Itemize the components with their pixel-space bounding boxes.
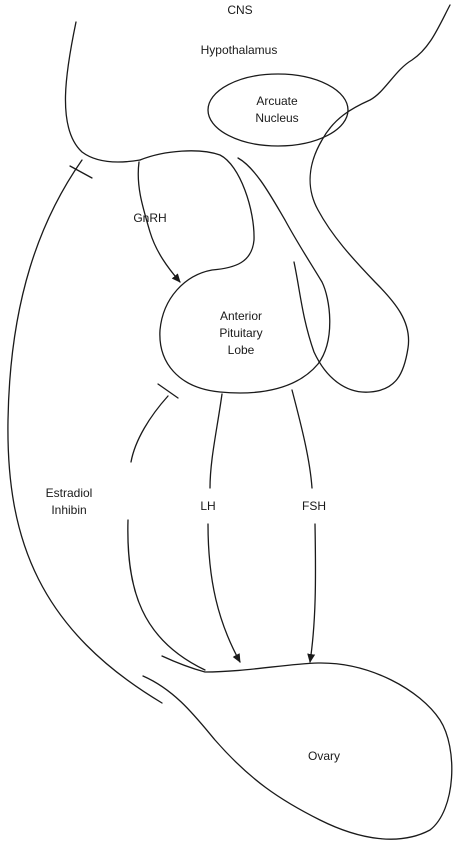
- hypothalamus-boundary-right: [293, 4, 451, 393]
- anterior-label-2: Pituitary: [219, 326, 262, 340]
- pituitary-stalk-outline: [139, 150, 331, 394]
- gnrh-label: GnRH: [133, 211, 166, 225]
- cns-descending-curve: [7, 159, 163, 704]
- lh-arrow: [209, 393, 223, 489]
- cns-label: CNS: [227, 3, 252, 17]
- ovary-label: Ovary: [308, 749, 340, 763]
- fsh-arrow-lower: [307, 523, 317, 663]
- gnrh-arrow: [137, 161, 181, 283]
- anterior-label-3: Lobe: [228, 343, 255, 357]
- inhibit-bar-pituitary: [157, 383, 179, 399]
- estradiol-label: Estradiol: [46, 486, 93, 500]
- fsh-label: FSH: [302, 499, 326, 513]
- hypothalamus-label: Hypothalamus: [201, 43, 278, 57]
- inhibin-label: Inhibin: [51, 503, 86, 517]
- arcuate-label-1: Arcuate: [256, 94, 298, 108]
- ovary-outline: [142, 655, 453, 840]
- lh-arrow-lower: [207, 523, 241, 663]
- arcuate-nucleus-ellipse: [207, 73, 349, 147]
- anterior-label-1: Anterior: [220, 309, 262, 323]
- feedback-pituitary-upper: [130, 395, 169, 463]
- cns-boundary-left: [64, 21, 141, 163]
- lh-label: LH: [200, 499, 215, 513]
- feedback-pituitary-lower: [127, 519, 206, 671]
- inhibit-bar-hypothalamus: [69, 165, 93, 179]
- fsh-arrow: [291, 389, 313, 489]
- arcuate-label-2: Nucleus: [255, 111, 298, 125]
